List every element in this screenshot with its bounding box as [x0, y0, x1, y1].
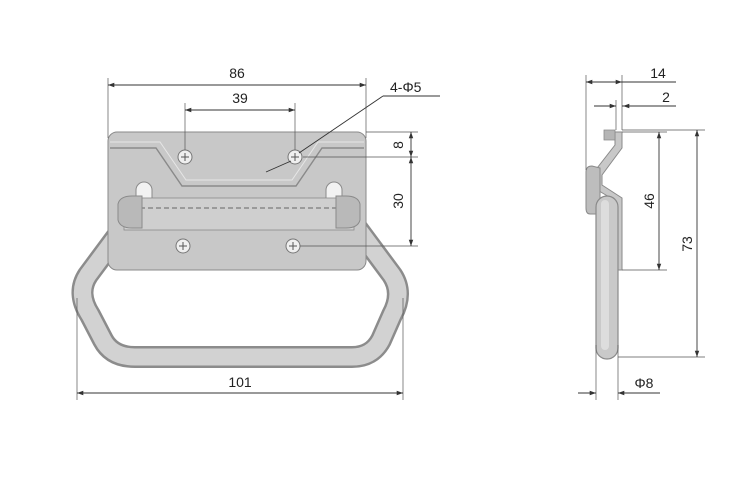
dimension-label-4-phi5: 4-Φ5	[390, 79, 422, 95]
hole-bottom-right	[285, 238, 301, 254]
dimension-label-30: 30	[390, 193, 406, 209]
dimension-side-height-overall: 73	[618, 129, 705, 358]
front-view: 86 39 4-Φ5 8 30	[71, 65, 440, 400]
hole-bottom-left	[175, 238, 191, 254]
dimension-label-86: 86	[229, 65, 245, 81]
dimension-edge-to-hole: 8	[303, 131, 418, 158]
hole-top-left	[177, 149, 193, 165]
dimension-thickness: 2	[594, 89, 676, 130]
side-view: 14 2 46 73	[578, 65, 705, 400]
dimension-vertical-holes: 30	[300, 157, 418, 247]
side-handle-rod	[595, 195, 619, 360]
dimension-label-46: 46	[641, 193, 657, 209]
dimension-label-39: 39	[232, 90, 248, 106]
dimension-label-73: 73	[679, 236, 695, 252]
dimension-overall-width: 101	[76, 298, 404, 400]
dimension-label-phi8: Φ8	[635, 375, 654, 391]
handle-bail	[71, 194, 409, 368]
dimension-hole-spacing: 39	[184, 90, 296, 150]
leader-hole-callout: 4-Φ5	[265, 79, 440, 173]
dimension-label-2: 2	[662, 89, 670, 105]
dimension-label-8: 8	[390, 141, 406, 149]
dimension-plate-width: 86	[107, 65, 367, 138]
dimension-label-101: 101	[228, 374, 252, 390]
dimension-label-14: 14	[650, 65, 666, 81]
dimension-side-height-inner: 46	[622, 131, 667, 271]
dimension-side-depth: 14	[585, 65, 676, 170]
dimension-rod-diameter: Φ8	[578, 345, 660, 400]
mounting-plate	[107, 131, 367, 271]
